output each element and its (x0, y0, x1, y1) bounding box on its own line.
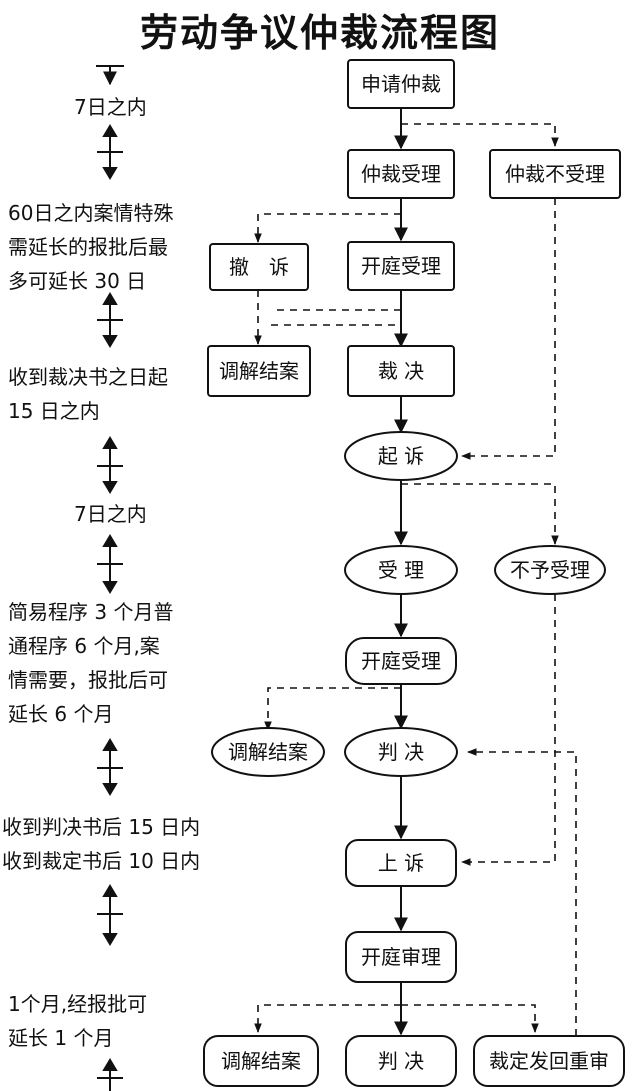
node-hearing2: 开庭受理 (361, 649, 441, 673)
diagram-title: 劳动争议仲裁流程图 (139, 11, 500, 55)
note-appeal-period: 收到判决书后 15 日内 收到裁定书后 10 日内 (2, 815, 201, 873)
note-7-days-2: 7日之内 (74, 502, 147, 526)
node-withdraw: 撤 诉 (229, 255, 289, 279)
node-apply: 申请仲裁 (361, 72, 441, 96)
appeal-box (345, 839, 457, 887)
withdraw-box (209, 243, 309, 291)
note-60-days: 60日之内案情特殊 需延长的报批后最 多可延长 30 日 (8, 201, 174, 293)
judgment2-box (345, 1035, 457, 1087)
node-award: 裁 决 (378, 359, 424, 383)
reject-box (489, 149, 621, 199)
apply-box (347, 59, 455, 109)
node-mediation2: 调解结案 (228, 740, 308, 764)
sue-ellipse (344, 431, 458, 481)
note-trial-period: 简易程序 3 个月普 通程序 6 个月,案 情需要，报批后可 延长 6 个月 (8, 600, 174, 726)
node-judgment2: 判 决 (378, 1049, 424, 1073)
hearing2-box (345, 637, 457, 685)
node-court-reject: 不予受理 (510, 558, 590, 582)
note-7-days-1: 7日之内 (74, 95, 147, 119)
note-15-days-award: 收到裁决书之日起 15 日之内 (8, 365, 168, 423)
node-hearing1: 开庭受理 (361, 254, 441, 278)
node-court-accept: 受 理 (378, 558, 424, 582)
timeline (96, 65, 124, 1091)
trial2-box (345, 931, 457, 983)
judgment1-ellipse (344, 727, 458, 777)
accept-box (347, 149, 455, 199)
court-reject-ellipse (494, 545, 606, 595)
note-second-instance-period: 1个月,经报批可 延长 1 个月 (8, 992, 148, 1050)
node-mediation3: 调解结案 (221, 1049, 301, 1073)
node-mediation1: 调解结案 (219, 359, 299, 383)
mediation1-box (207, 345, 311, 397)
award-box (347, 345, 455, 397)
node-judgment1: 判 决 (378, 740, 424, 764)
remand-box (473, 1035, 625, 1087)
branch-arrows (254, 123, 577, 1036)
node-sue: 起 诉 (378, 444, 424, 468)
node-appeal: 上 诉 (378, 851, 424, 875)
court-accept-ellipse (344, 545, 458, 595)
node-accept: 仲裁受理 (361, 162, 441, 186)
mediation2-ellipse (211, 727, 325, 777)
hearing1-box (347, 241, 455, 291)
node-reject: 仲裁不受理 (505, 162, 605, 186)
node-remand: 裁定发回重审 (489, 1049, 609, 1073)
mediation3-box (203, 1035, 319, 1087)
node-trial2: 开庭审理 (361, 945, 441, 969)
